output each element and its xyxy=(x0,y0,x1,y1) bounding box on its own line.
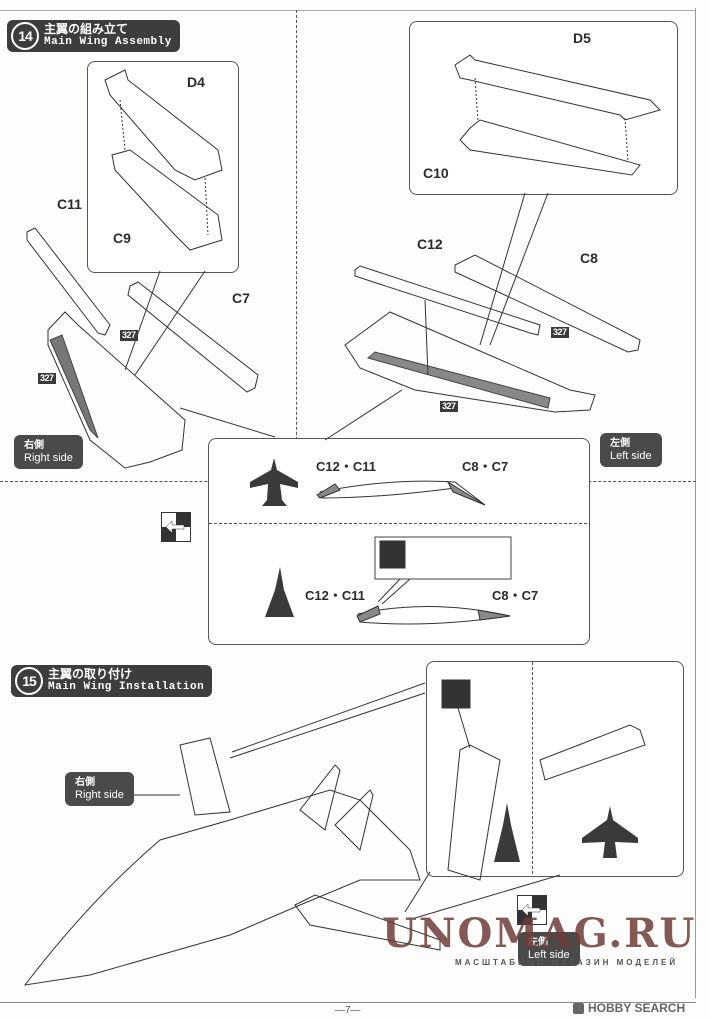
watermark-subtitle: МАСШТАБНЫЙ МАГАЗИН МОДЕЛЕЙ xyxy=(455,958,679,967)
part-c10-drawing xyxy=(459,119,641,176)
page-number: —7— xyxy=(335,1005,361,1016)
part-d4-drawing xyxy=(104,69,223,181)
right-side-jp: 右側 xyxy=(24,440,44,451)
brand-name: HOBBY SEARCH xyxy=(588,1001,686,1015)
part-c11-drawing xyxy=(26,227,111,336)
step-15-right-side-label: 右側 Right side xyxy=(65,772,134,806)
left-side-jp: 左側 xyxy=(610,438,630,449)
detail-box-d5-c10 xyxy=(409,21,678,195)
jet-silhouette-spread-icon xyxy=(250,458,298,506)
watermark: UNOMAG.RU xyxy=(382,910,697,957)
part-label-c12: C12 xyxy=(417,236,443,252)
step-14-title-jp: 主翼の組み立て xyxy=(44,22,129,36)
airfoil-top-leading-label: C12・C11 xyxy=(316,459,376,474)
part-label-c7: C7 xyxy=(232,290,250,306)
right-side-en: Right side xyxy=(24,452,73,464)
left-wing-drawing xyxy=(344,311,596,413)
part-label-c9: C9 xyxy=(113,230,131,246)
part-c12-drawing xyxy=(354,265,541,336)
airfoil-top-trailing-label: C8・C7 xyxy=(462,459,509,474)
airfoil-bottom-leading-label: C12・C11 xyxy=(305,588,365,603)
left-side-jp-15: 左側 xyxy=(528,937,548,948)
aircraft-fuselage-drawing xyxy=(23,789,421,986)
right-side-jp-15: 右側 xyxy=(75,777,95,788)
jet-silhouette-swept-icon-2 xyxy=(494,803,520,862)
paint-chip-icon-2 xyxy=(441,679,471,709)
cut-divider-vertical xyxy=(296,10,297,480)
spread-wing-detail-drawing xyxy=(539,724,646,781)
left-side-en: Left side xyxy=(610,450,652,462)
step-15-number: 15 xyxy=(15,667,43,695)
airfoil-bottom-trailing-label: C8・C7 xyxy=(492,588,539,603)
part-label-c11: C11 xyxy=(57,196,82,212)
step-15-left-side-label: 左側 Left side xyxy=(518,932,580,966)
swap-direction-icon xyxy=(161,512,191,542)
right-side-en-15: Right side xyxy=(75,789,124,801)
paint-tag: 327 xyxy=(440,401,458,412)
tail-fin-2 xyxy=(334,789,374,851)
installation-detail-divider xyxy=(532,662,533,874)
step-15-header: 15 主翼の取り付け Main Wing Installation xyxy=(11,665,213,697)
left-side-en-15: Left side xyxy=(528,949,570,961)
step-14-title-en: Main Wing Assembly xyxy=(44,36,172,48)
step-14-left-side-label: 左側 Left side xyxy=(600,433,662,467)
footer-brand: HOBBY SEARCH xyxy=(573,1001,685,1015)
page-border-right xyxy=(695,8,696,998)
step-15-title-en: Main Wing Installation xyxy=(48,681,205,693)
brand-logo-icon xyxy=(573,1002,584,1014)
step-14-header: 14 主翼の組み立て Main Wing Assembly xyxy=(7,20,180,52)
step-14-right-side-label: 右側 Right side xyxy=(14,435,83,469)
paint-tag: 327 xyxy=(38,373,56,384)
swap-direction-icon-2 xyxy=(517,895,547,925)
part-label-c8: C8 xyxy=(580,250,598,266)
part-c8-drawing xyxy=(454,254,641,353)
step-15-title-jp: 主翼の取り付け xyxy=(48,667,133,681)
part-c7-drawing xyxy=(127,281,259,393)
aircraft-right-wing-drawing xyxy=(179,737,231,816)
aircraft-left-wing-drawing xyxy=(294,894,441,951)
tail-fin-1 xyxy=(299,764,341,831)
part-label-c10: C10 xyxy=(423,165,449,181)
part-d5-drawing xyxy=(454,54,661,121)
part-label-d5: D5 xyxy=(573,30,591,46)
detail-box-d4-c9 xyxy=(87,61,239,273)
jet-silhouette-swept-icon xyxy=(265,567,294,617)
paint-tag: 327 xyxy=(120,330,138,341)
page-border-bottom xyxy=(0,1002,696,1003)
paint-chip-icon xyxy=(379,540,406,569)
paint-tag: 327 xyxy=(551,327,569,338)
swept-wing-detail-drawing xyxy=(447,744,501,881)
part-c9-drawing xyxy=(111,149,223,251)
step-14-number: 14 xyxy=(11,22,39,50)
right-wing-drawing xyxy=(47,311,186,469)
part-label-d4: D4 xyxy=(187,74,205,90)
jet-silhouette-spread-icon-2 xyxy=(582,806,638,858)
airfoil-detail-divider xyxy=(209,523,587,524)
page-border-top xyxy=(0,10,696,11)
